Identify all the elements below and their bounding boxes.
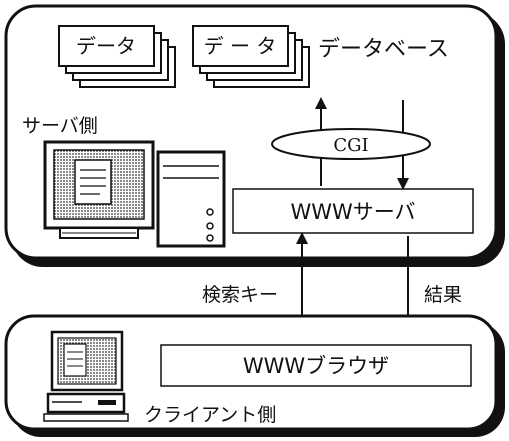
data-stack-1: データ <box>58 25 176 88</box>
cgi-ellipse: CGI <box>271 128 431 160</box>
data-card-label-1: データ <box>76 34 136 58</box>
data-card-label-2: デ ー タ <box>204 34 277 58</box>
database-label: データベース <box>318 37 449 62</box>
www-server-box: WWWサーバ <box>232 188 474 234</box>
www-server-label: WWWサーバ <box>290 200 415 224</box>
data-stack-2: デ ー タ <box>192 25 310 88</box>
server-side-label: サーバ側 <box>22 115 98 137</box>
cgi-label: CGI <box>333 135 368 156</box>
result-label: 結果 <box>424 284 462 306</box>
client-side-label: クライアント側 <box>144 404 276 426</box>
www-browser-box: WWWブラウザ <box>160 344 472 387</box>
client-computer-icon <box>43 330 129 422</box>
search-key-label: 検索キー <box>202 284 278 306</box>
server-computer-icon <box>43 140 226 248</box>
www-browser-label: WWWブラウザ <box>243 354 389 378</box>
